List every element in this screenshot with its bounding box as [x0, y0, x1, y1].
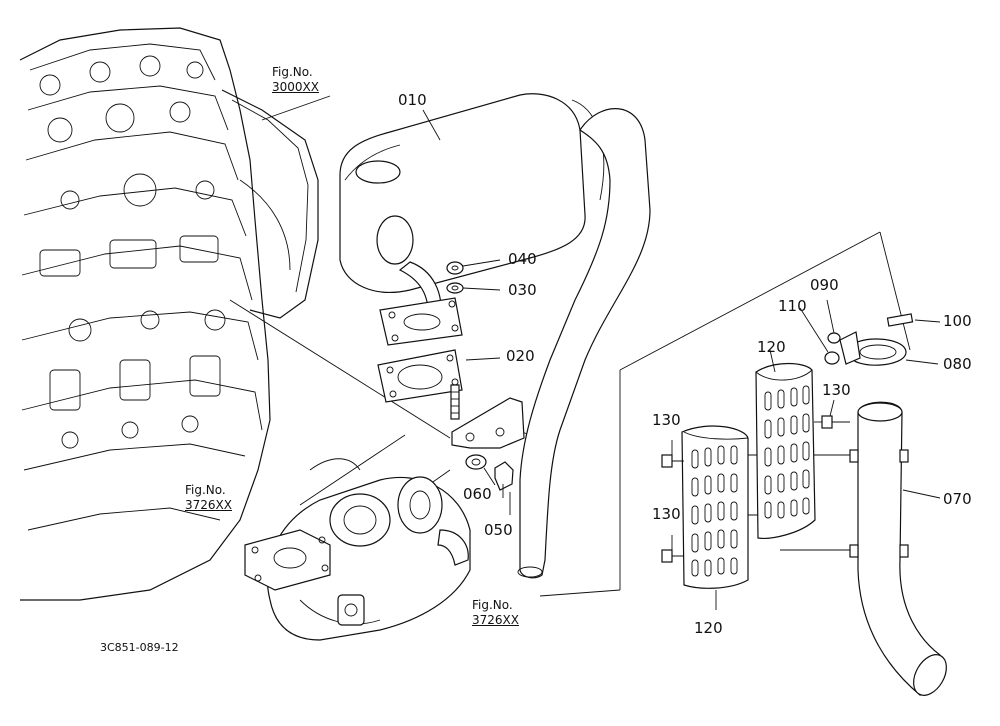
muffler-inlet-elbow: [379, 261, 463, 346]
part-label-010[interactable]: 010: [398, 91, 427, 109]
nut-and-washer: [446, 259, 501, 294]
figure-ref-3726-left[interactable]: Fig.No. 3726XX: [185, 483, 232, 513]
part-label-120-top[interactable]: 120: [757, 338, 786, 356]
heat-shield-left: [681, 425, 749, 589]
engine-block: [19, 27, 319, 601]
bracket: [451, 397, 525, 498]
stud-bolt: [450, 384, 460, 420]
part-label-030[interactable]: 030: [508, 281, 537, 299]
figure-ref-number: 3000XX: [272, 80, 319, 94]
part-label-090[interactable]: 090: [810, 276, 839, 294]
screws: [661, 415, 833, 563]
figure-ref-number: 3726XX: [185, 498, 232, 512]
part-label-070[interactable]: 070: [943, 490, 972, 508]
part-label-050[interactable]: 050: [484, 521, 513, 539]
part-label-100[interactable]: 100: [943, 312, 972, 330]
figure-ref-caption: Fig.No.: [272, 65, 313, 79]
label-leaders: [261, 95, 941, 610]
exhaust-pipe-long: [517, 108, 651, 579]
figure-ref-caption: Fig.No.: [185, 483, 226, 497]
drawing-code: 3C851-089-12: [100, 641, 179, 654]
part-label-130-upper[interactable]: 130: [652, 411, 681, 429]
muffler: [339, 93, 605, 293]
figure-ref-number: 3726XX: [472, 613, 519, 627]
tail-pipe: [849, 401, 947, 696]
part-label-130-right[interactable]: 130: [822, 381, 851, 399]
part-label-080[interactable]: 080: [943, 355, 972, 373]
pipe-clamp: [799, 299, 941, 366]
heat-shield-right: [755, 362, 816, 539]
part-label-060[interactable]: 060: [463, 485, 492, 503]
turbocharger: [244, 458, 471, 641]
part-label-040[interactable]: 040: [508, 250, 537, 268]
figure-ref-3726-bottom[interactable]: Fig.No. 3726XX: [472, 598, 519, 628]
gasket: [377, 349, 463, 403]
part-label-020[interactable]: 020: [506, 347, 535, 365]
part-label-120-bottom[interactable]: 120: [694, 619, 723, 637]
figure-ref-3000[interactable]: Fig.No. 3000XX: [272, 65, 319, 95]
figure-ref-caption: Fig.No.: [472, 598, 513, 612]
part-label-130-lower[interactable]: 130: [652, 505, 681, 523]
part-label-110[interactable]: 110: [778, 297, 807, 315]
